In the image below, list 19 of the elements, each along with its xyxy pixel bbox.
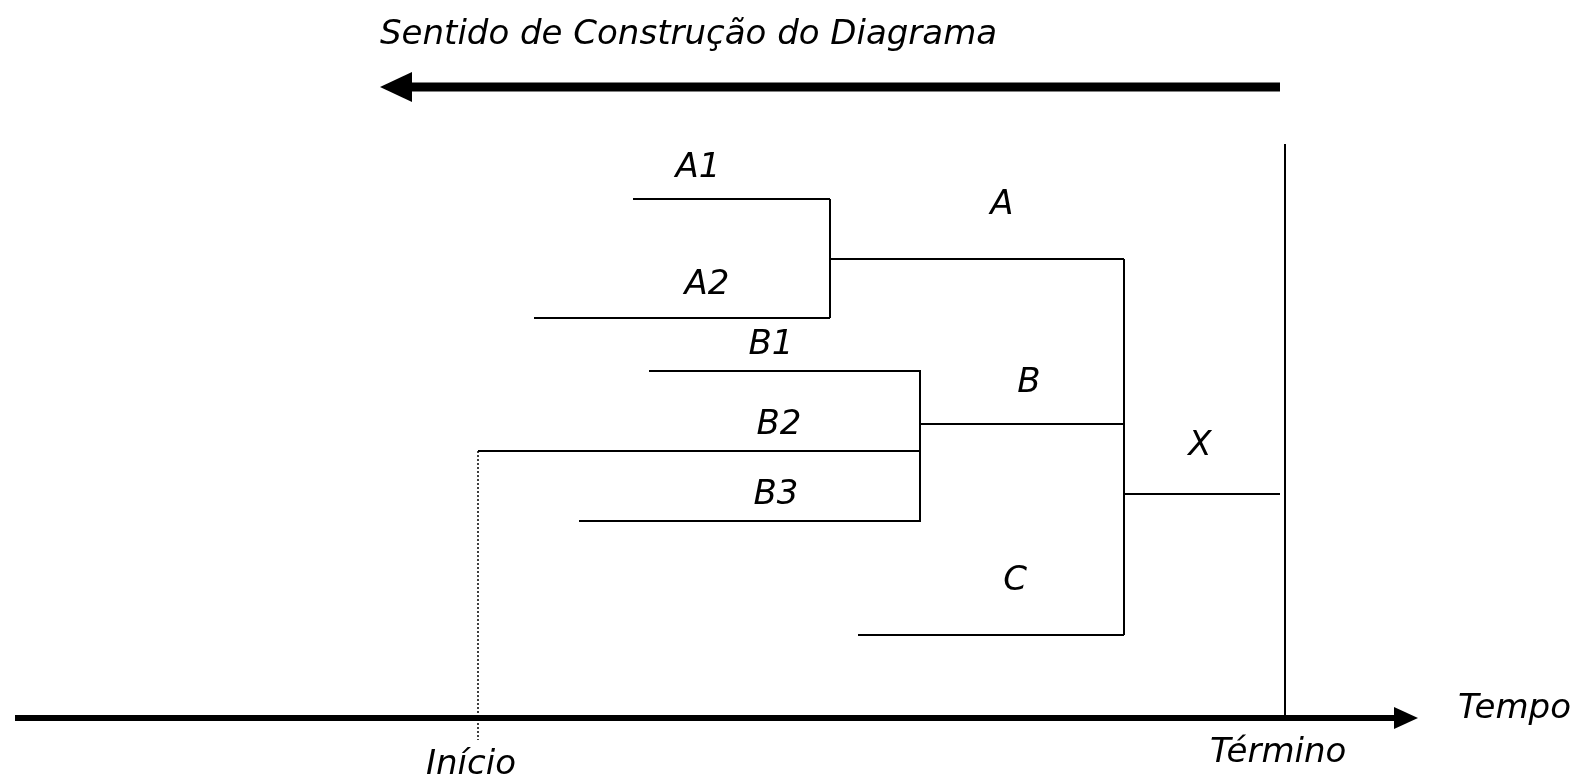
- activity-label: B: [1017, 360, 1041, 400]
- connector-line: [829, 258, 831, 319]
- connector-line: [1123, 423, 1125, 495]
- connector-line: [1123, 493, 1125, 636]
- end-label: Término: [1210, 730, 1347, 770]
- direction-caption: Sentido de Construção do Diagrama: [380, 12, 998, 52]
- connector-line: [829, 198, 831, 260]
- connector-line: [915, 370, 921, 425]
- activity-label: A: [990, 182, 1014, 222]
- activity-label: C: [1003, 558, 1027, 598]
- connector-line: [915, 423, 921, 522]
- activity-label: A1: [675, 145, 721, 185]
- activity-label: X: [1188, 423, 1212, 463]
- activity-label: B1: [748, 322, 794, 362]
- axis-label: Tempo: [1458, 686, 1571, 726]
- activity-label: B2: [756, 402, 802, 442]
- activity-label: A2: [684, 262, 730, 302]
- activity-label: B3: [753, 472, 799, 512]
- start-label: Início: [426, 742, 516, 781]
